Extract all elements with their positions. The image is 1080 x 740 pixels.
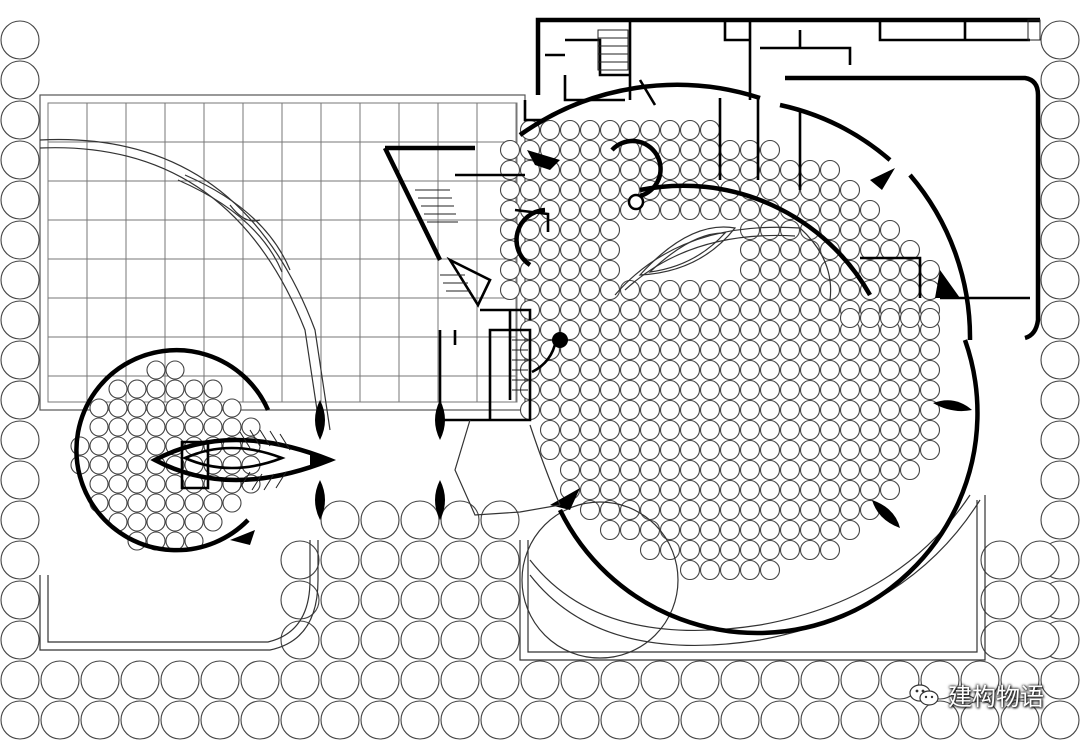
lower-terrace [39, 494, 986, 661]
monitor-building [74, 347, 337, 553]
rotunda [518, 82, 1030, 636]
small-rotunda-upper [514, 138, 663, 267]
curved-drive [39, 138, 331, 431]
watermark: 建构物语 [908, 677, 1044, 712]
wechat-logo-icon [909, 683, 939, 706]
plaza-grid [39, 94, 526, 411]
entrance-piers [315, 400, 445, 520]
watermark-text: 建构物语 [948, 683, 1044, 711]
rotunda-paving [499, 119, 941, 581]
stair-wing [382, 145, 560, 320]
circle-paving [0, 20, 1080, 740]
